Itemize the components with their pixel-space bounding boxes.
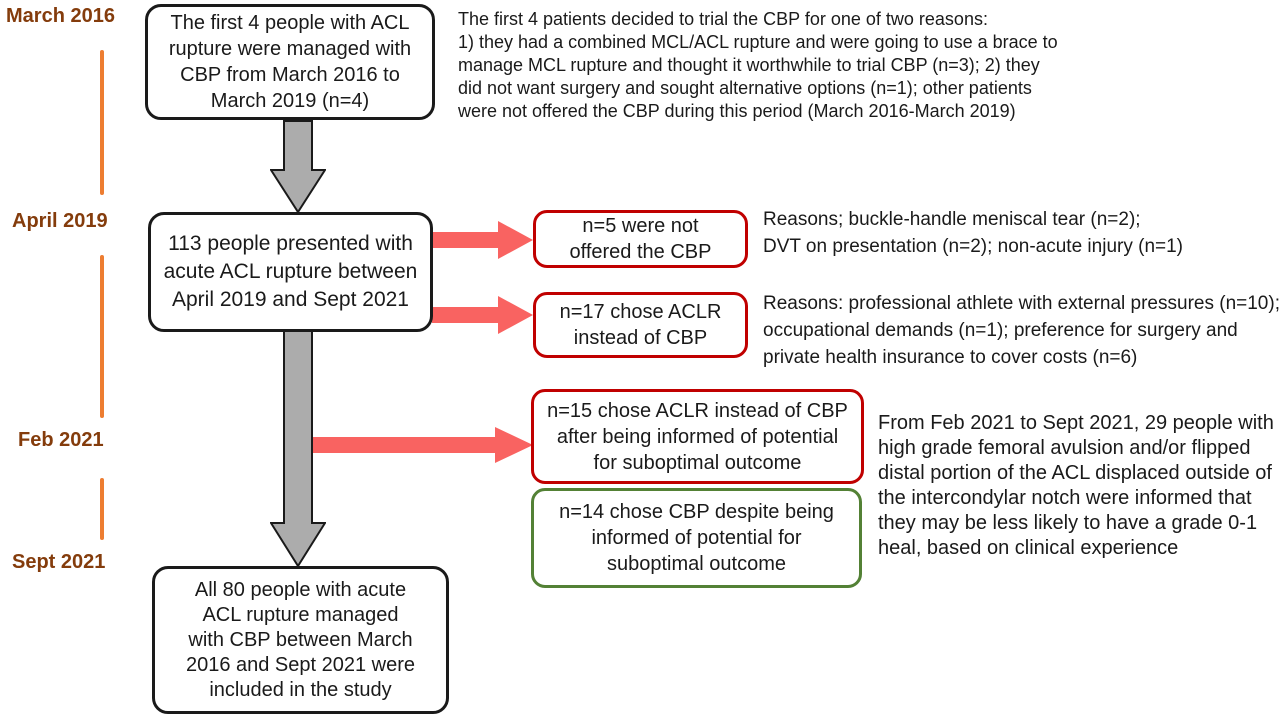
inclusion-box-chose-cbp-14: n=14 chose CBP despite being informed of… — [531, 488, 862, 588]
timeline-label-march-2016: March 2016 — [6, 5, 115, 27]
timeline-label-sept-2021: Sept 2021 — [12, 551, 106, 573]
timeline-segment-1 — [100, 50, 104, 195]
timeline-label-april-2019: April 2019 — [12, 210, 108, 232]
annotation-feb-2021-note: From Feb 2021 to Sept 2021, 29 people wi… — [878, 412, 1274, 559]
annotation-chose-aclr-reasons: Reasons: professional athlete with exter… — [763, 293, 1280, 368]
annotation-not-offered-reasons: Reasons; buckle-handle meniscal tear (n=… — [763, 209, 1183, 257]
exclusion-box-not-offered: n=5 were not offered the CBP — [533, 210, 748, 268]
right-arrow-icon — [432, 296, 533, 334]
annotation-first-four-reasons: The first 4 patients decided to trial th… — [458, 9, 1058, 121]
timeline-segment-3 — [100, 478, 104, 540]
flow-box-113-presented: 113 people presented with acute ACL rupt… — [148, 212, 433, 332]
exclusion-box-chose-aclr-17: n=17 chose ACLR instead of CBP — [533, 292, 748, 358]
flow-box-first-four: The first 4 people with ACL rupture were… — [145, 4, 435, 120]
flow-box-80-included: All 80 people with acute ACL rupture man… — [152, 566, 449, 714]
exclusion-box-chose-aclr-15: n=15 chose ACLR instead of CBP after bei… — [531, 389, 864, 484]
down-arrow-icon — [270, 330, 326, 568]
timeline-label-feb-2021: Feb 2021 — [18, 429, 104, 451]
timeline-segment-2 — [100, 255, 104, 418]
right-arrow-icon — [432, 221, 533, 259]
right-arrow-icon — [313, 427, 533, 463]
down-arrow-icon — [270, 120, 326, 214]
